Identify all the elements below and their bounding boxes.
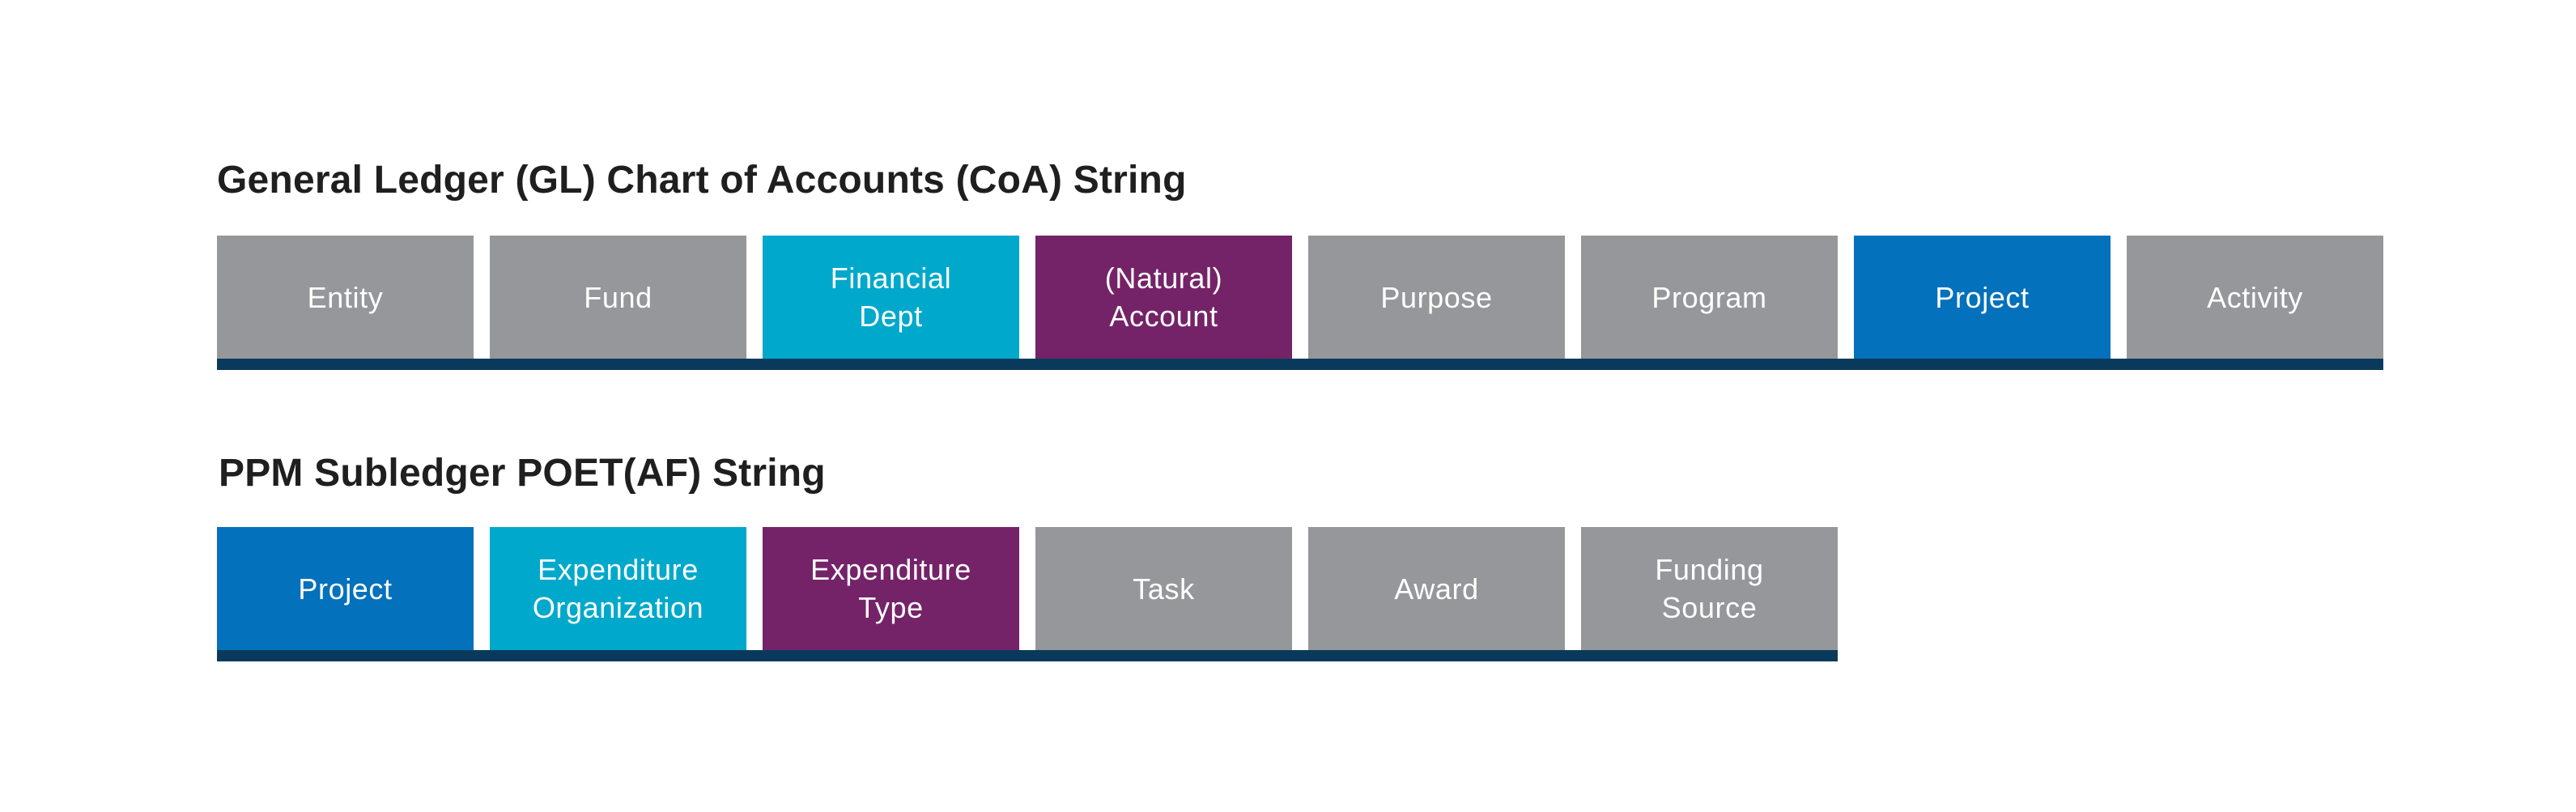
segment-label: Project: [298, 572, 393, 606]
ppm-segments-row: Project Expenditure Organization Expenditu…: [217, 527, 1838, 650]
gl-segments-row: Entity Fund Financial Dept (Natural) Accoun…: [217, 236, 2383, 359]
segment-label: Expenditure Type: [810, 553, 971, 624]
segment-purpose: Purpose: [1308, 236, 1565, 359]
segment-award: Award: [1308, 527, 1565, 650]
segment-label: Expenditure Organization: [532, 553, 704, 624]
segment-label: Task: [1133, 572, 1195, 606]
ppm-section-title: PPM Subledger POET(AF) String: [219, 452, 826, 495]
segment-expenditure-type: Expenditure Type: [763, 527, 1019, 650]
segment-project: Project: [217, 527, 474, 650]
segment-label: Entity: [307, 280, 384, 314]
segment-label: Program: [1651, 280, 1767, 314]
segment-label: Funding Source: [1655, 553, 1764, 624]
segment-funding-source: Funding Source: [1581, 527, 1838, 650]
segment-label: (Natural) Account: [1104, 261, 1223, 333]
ppm-underline-bar: [217, 650, 1838, 661]
segment-entity: Entity: [217, 236, 474, 359]
segment-project: Project: [1854, 236, 2111, 359]
segment-program: Program: [1581, 236, 1838, 359]
segment-label: Activity: [2207, 280, 2303, 314]
segment-label: Purpose: [1380, 280, 1493, 314]
gl-section-title: General Ledger (GL) Chart of Accounts (C…: [217, 159, 1187, 202]
segment-label: Project: [1935, 280, 2030, 314]
segment-label: Award: [1394, 572, 1479, 606]
segment-fund: Fund: [490, 236, 746, 359]
segment-expenditure-organization: Expenditure Organization: [490, 527, 746, 650]
segment-label: Financial Dept: [830, 261, 952, 333]
segment-label: Fund: [584, 280, 653, 314]
segment-natural-account: (Natural) Account: [1035, 236, 1292, 359]
segment-activity: Activity: [2127, 236, 2383, 359]
gl-underline-bar: [217, 359, 2383, 370]
segment-financial-dept: Financial Dept: [763, 236, 1019, 359]
segment-task: Task: [1035, 527, 1292, 650]
